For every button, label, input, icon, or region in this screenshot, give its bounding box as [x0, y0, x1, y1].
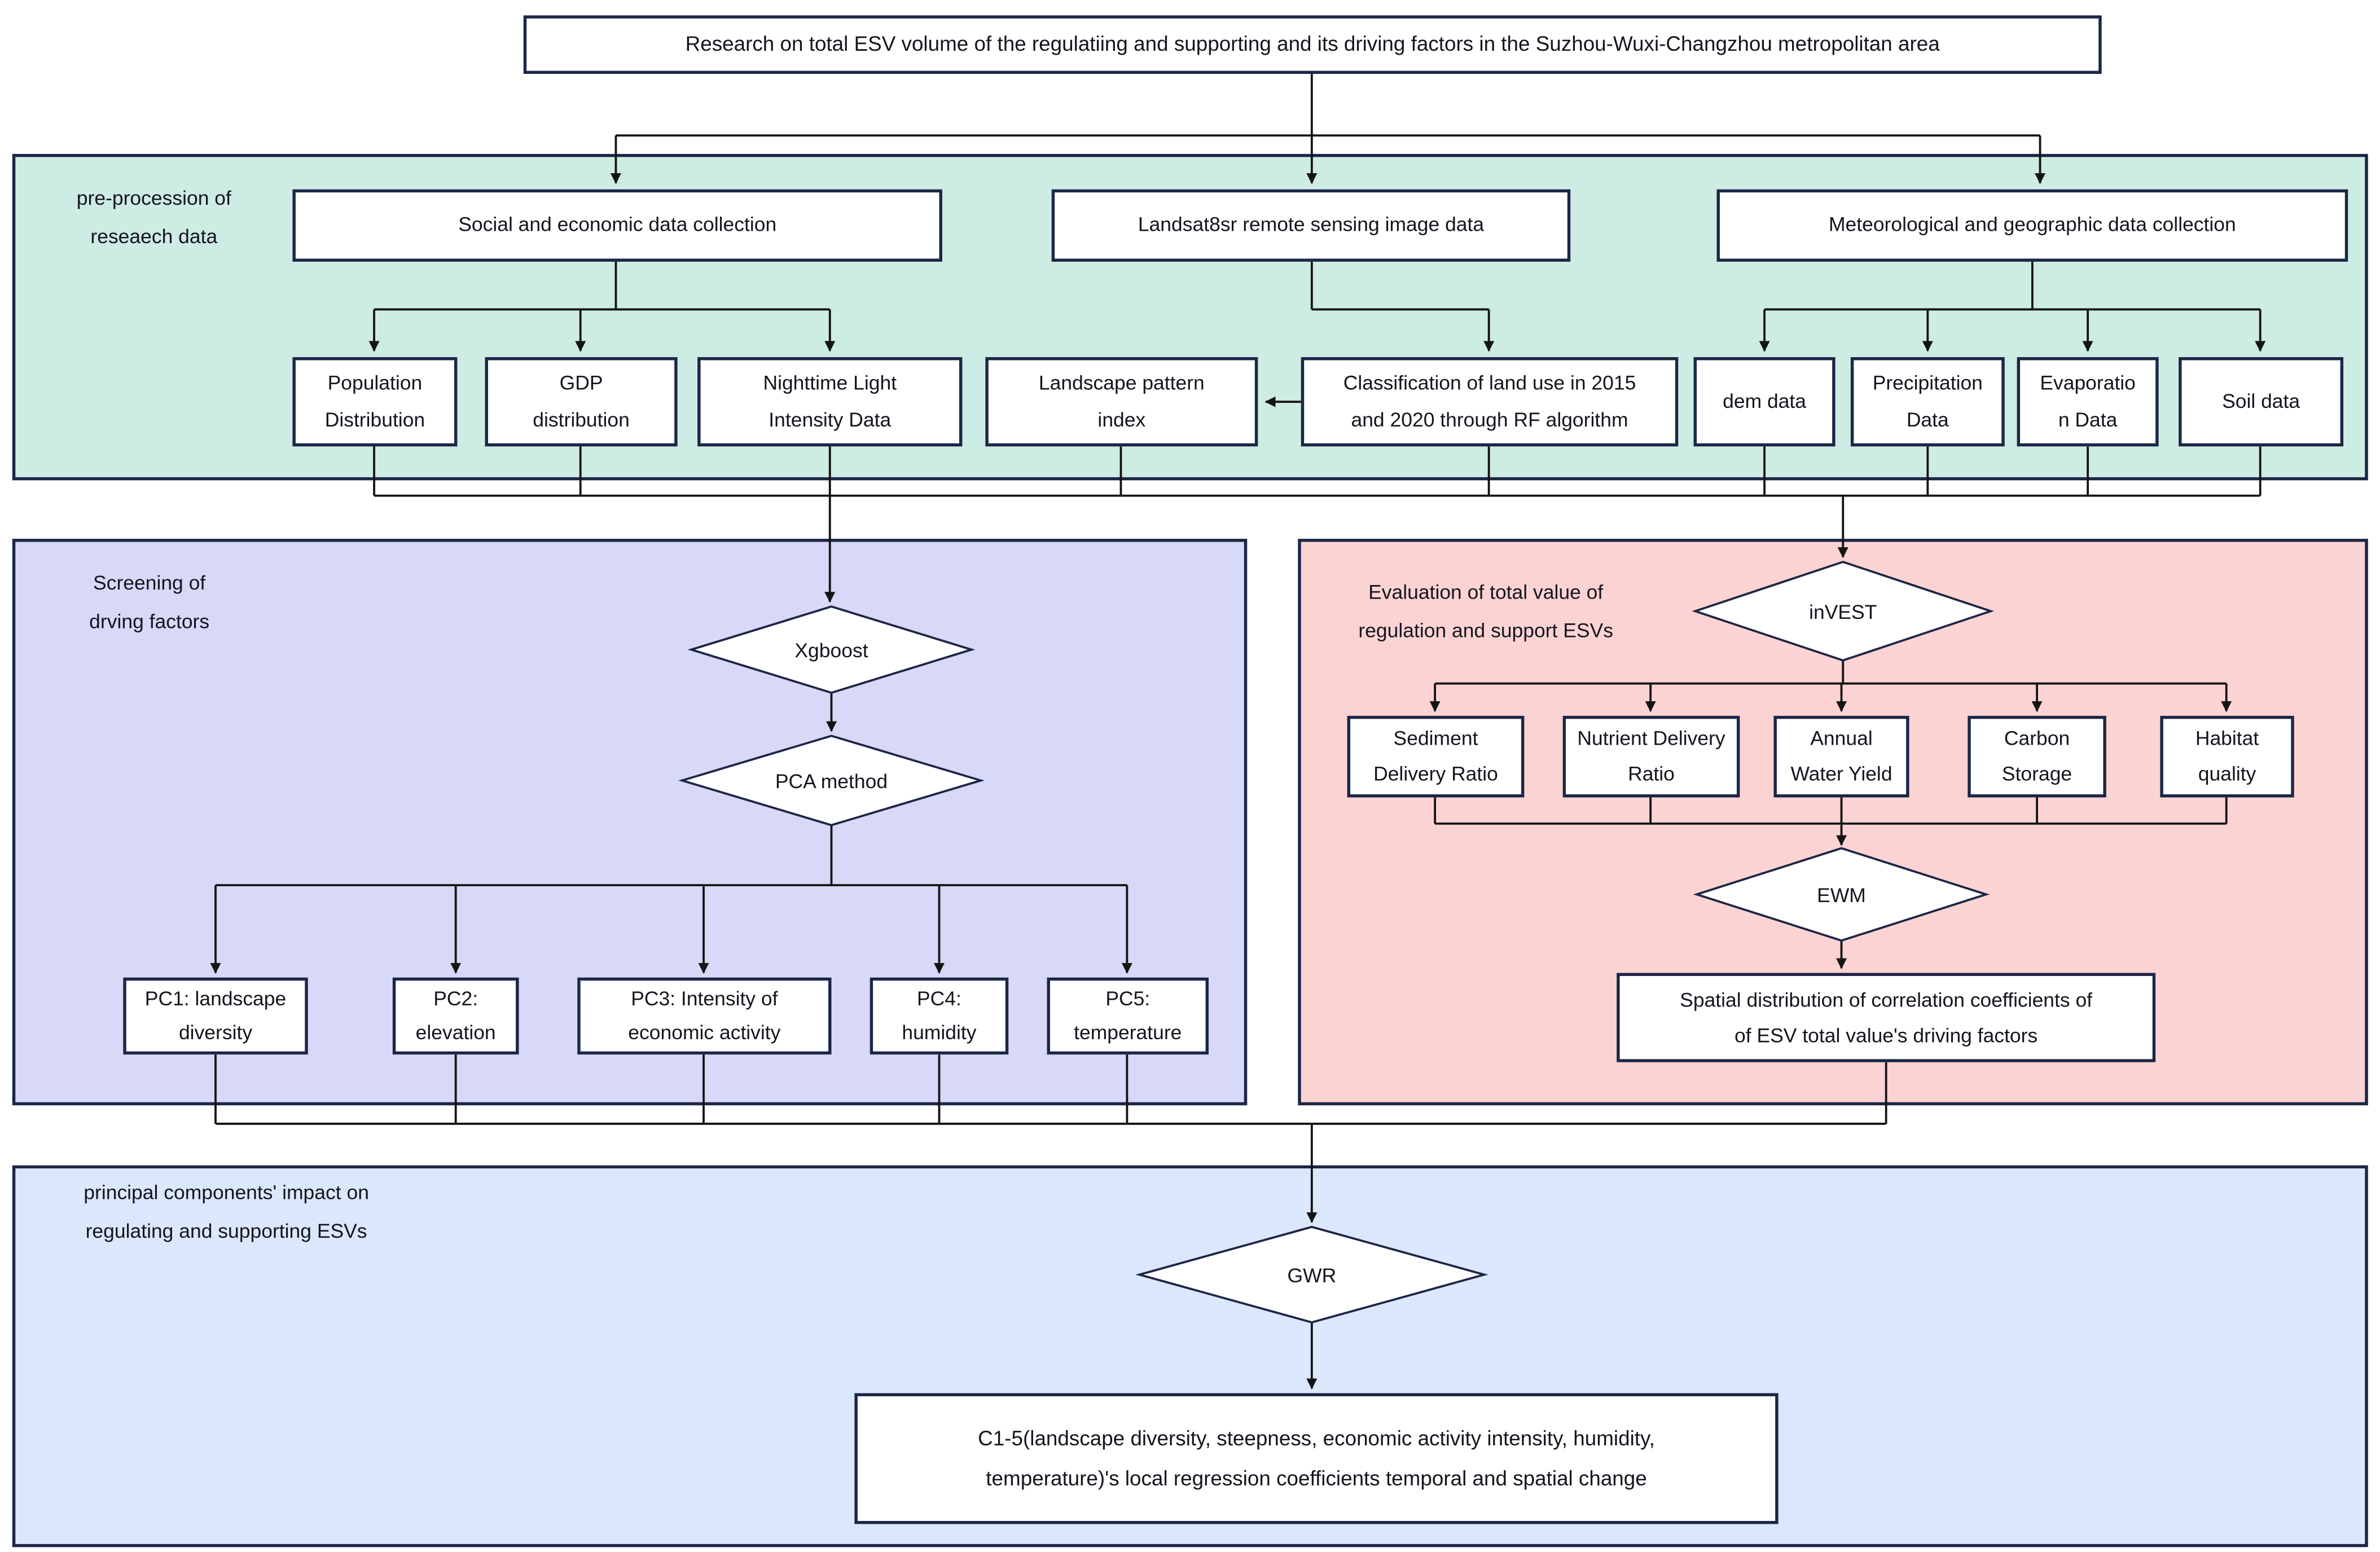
node-pc4-humidity: PC4: humidity [870, 977, 1009, 1055]
node-soil-data: Soil data [2179, 357, 2344, 447]
node-pc3-economic-activity: PC3: Intensity of economic activity [577, 977, 832, 1055]
diamond-xgboost [687, 605, 976, 694]
node-nighttime-light-intensity: Nighttime Light Intensity Data [697, 357, 963, 447]
node-evaporation-data: Evaporatio n Data [2017, 357, 2159, 447]
node-habitat-quality: Habitat quality [2160, 715, 2294, 798]
node-nutrient-delivery-ratio: Nutrient Delivery Ratio [1562, 715, 1740, 798]
connector-pca-fanout [210, 825, 1132, 974]
connector-esv-to-ewm [1434, 797, 2228, 846]
label-preprocessing-section: pre-procession of reseaech data [76, 187, 231, 248]
node-sediment-delivery-ratio: Sediment Delivery Ratio [1347, 715, 1525, 798]
connector-meteo-fanout [1759, 261, 2266, 352]
diamond-invest [1692, 560, 1995, 662]
node-precipitation-data: Precipitation Data [1850, 357, 2005, 447]
node-spatial-distribution-coefficients: Spatial distribution of correlation coef… [1617, 973, 2156, 1062]
connector-pc-spatial-to-gwr [214, 1054, 1887, 1223]
node-annual-water-yield: Annual Water Yield [1773, 715, 1909, 798]
label-screening-section: Screening of drving factors [89, 571, 210, 633]
connector-landsat-to-classification [1310, 261, 1495, 352]
node-gdp-distribution: GDP distribution [485, 357, 678, 447]
node-c15-regression-result: C1-5(landscape diversity, steepness, eco… [854, 1393, 1779, 1524]
diamond-gwr [1135, 1225, 1488, 1324]
node-meteorological-geographic-data: Meteorological and geographic data colle… [1716, 189, 2348, 262]
node-pc2-elevation: PC2: elevation [392, 977, 519, 1055]
connector-invest-fanout [1429, 660, 2232, 713]
diamond-pca [678, 735, 985, 826]
node-land-use-classification: Classification of land use in 2015 and 2… [1301, 357, 1679, 447]
node-landsat-image-data: Landsat8sr remote sensing image data [1051, 189, 1571, 262]
node-pc5-temperature: PC5: temperature [1047, 977, 1209, 1055]
node-population-distribution: Population Distribution [292, 357, 458, 447]
node-carbon-storage: Carbon Storage [1968, 715, 2106, 798]
connector-social-fanout [368, 261, 836, 352]
label-gwr: GWR [1287, 1263, 1337, 1286]
label-evaluation-section: Evaluation of total value of regulation … [1358, 581, 1613, 642]
label-invest: inVEST [1809, 599, 1877, 623]
diamond-ewm [1693, 847, 1990, 942]
node-pc1-landscape-diversity: PC1: landscape diversity [123, 977, 308, 1055]
node-social-economic-data: Social and economic data collection [292, 189, 942, 262]
node-research-title: Research on total ESV volume of the regu… [523, 15, 2102, 74]
label-ewm: EWM [1817, 882, 1866, 906]
node-dem-data: dem data [1693, 357, 1836, 447]
label-pca-method: PCA method [775, 768, 888, 792]
label-principal-section: principal components' impact on regulati… [84, 1181, 369, 1243]
label-xgboost: Xgboost [794, 638, 868, 661]
connector-title-fanout [610, 73, 2046, 184]
connector-data-bus [373, 446, 2262, 603]
node-landscape-pattern-index: Landscape pattern index [985, 357, 1258, 447]
